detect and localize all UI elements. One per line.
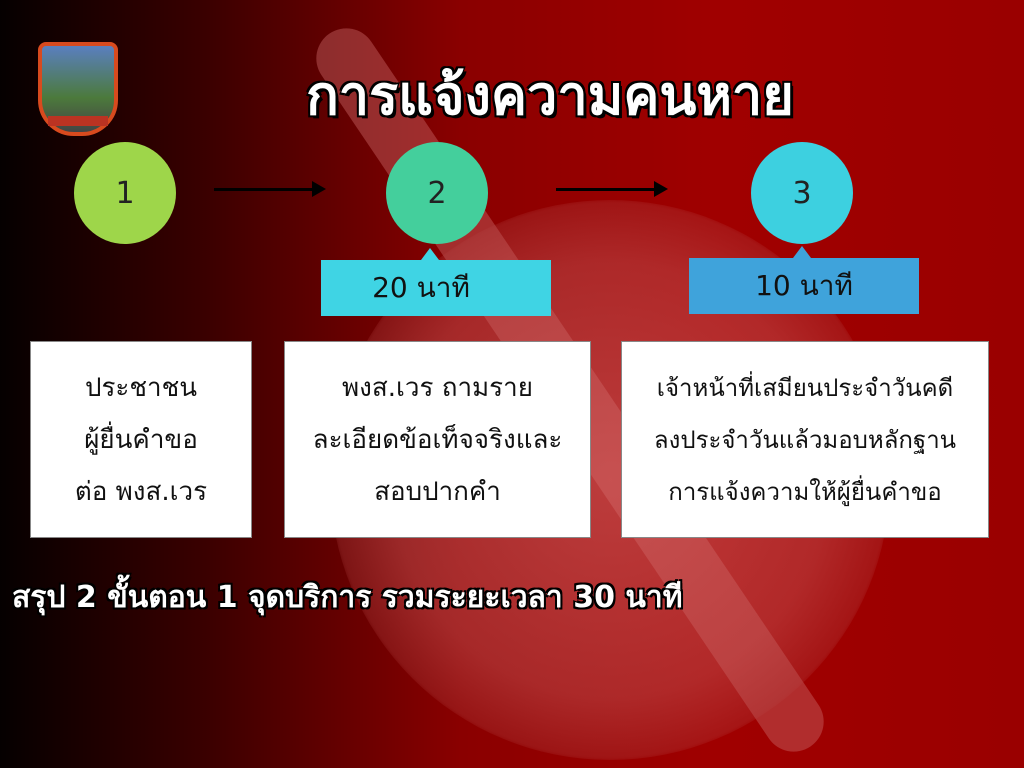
text-line: เจ้าหน้าที่เสมียนประจำวันคดี (656, 373, 954, 402)
text-line: ผู้ยื่นคำขอ (84, 424, 198, 455)
step-3-description: เจ้าหน้าที่เสมียนประจำวันคดีลงประจำวันแล… (621, 341, 989, 538)
step-number: 3 (792, 175, 812, 211)
step-1-description: ประชาชนผู้ยื่นคำขอต่อ พงส.เวร (30, 341, 252, 538)
step-2-duration: 20 นาที (321, 248, 551, 316)
police-station-logo (38, 42, 118, 136)
text-line: การแจ้งความให้ผู้ยื่นคำขอ (668, 477, 942, 506)
arrow-icon (556, 181, 668, 197)
step-3-circle: 3 (751, 142, 853, 244)
text-line: ลงประจำวันแล้วมอบหลักฐาน (653, 425, 957, 454)
duration-text: 20 นาที (372, 271, 470, 304)
page-title: การแจ้งความคนหาย (306, 64, 794, 127)
arrow-icon (214, 181, 326, 197)
text-line: ประชาชน (84, 372, 198, 403)
step-number: 1 (115, 175, 135, 211)
step-1-circle: 1 (74, 142, 176, 244)
step-2-description: พงส.เวร ถามรายละเอียดข้อเท็จจริงและสอบปา… (284, 341, 591, 538)
step-2-circle: 2 (386, 142, 488, 244)
step-number: 2 (427, 175, 447, 211)
text-line: พงส.เวร ถามราย (342, 372, 533, 403)
text-line: ต่อ พงส.เวร (74, 476, 208, 507)
step-3-duration: 10 นาที (689, 246, 919, 314)
duration-text: 10 นาที (755, 269, 853, 302)
summary-text: สรุป 2 ขั้นตอน 1 จุดบริการ รวมระยะเวลา 3… (12, 580, 683, 615)
text-line: ละเอียดข้อเท็จจริงและ (312, 424, 563, 455)
text-line: สอบปากคำ (374, 476, 501, 507)
